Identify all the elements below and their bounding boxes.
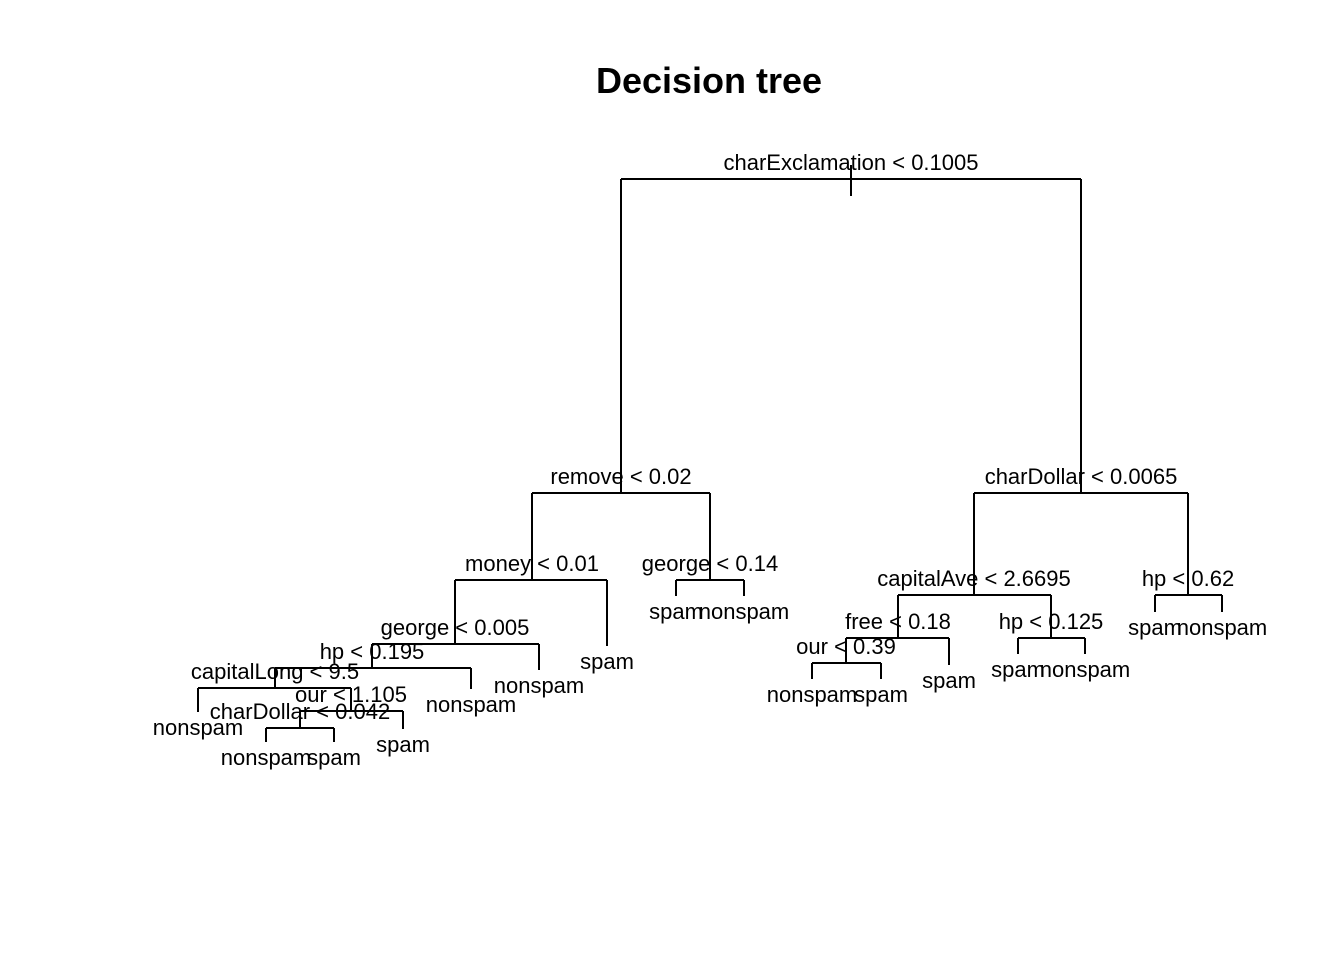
leaf-label: spam: [854, 682, 908, 707]
split-label: george < 0.005: [381, 615, 530, 640]
leaf-label: nonspam: [494, 673, 585, 698]
split-label: hp < 0.62: [1142, 566, 1234, 591]
split-label: charExclamation < 0.1005: [724, 150, 979, 175]
leaf-label: nonspam: [767, 682, 858, 707]
tree-edges: [197, 165, 1223, 742]
leaf-label: nonspam: [221, 745, 312, 770]
leaf-label: nonspam: [1177, 615, 1268, 640]
split-label: george < 0.14: [642, 551, 778, 576]
leaf-label: nonspam: [153, 715, 244, 740]
leaf-label: nonspam: [426, 692, 517, 717]
split-label: capitalLong < 9.5: [191, 659, 359, 684]
split-label: hp < 0.195: [320, 639, 425, 664]
leaf-label: spam: [307, 745, 361, 770]
leaf-label: spam: [376, 732, 430, 757]
leaf-label: nonspam: [1040, 657, 1131, 682]
leaf-label: spam: [580, 649, 634, 674]
split-label: charDollar < 0.0065: [985, 464, 1178, 489]
tree-labels: charExclamation < 0.1005 remove < 0.02 mon…: [153, 150, 1268, 770]
split-label: our < 0.39: [796, 634, 896, 659]
leaf-label: nonspam: [699, 599, 790, 624]
split-label: charDollar < 0.042: [210, 699, 390, 724]
split-label: remove < 0.02: [550, 464, 691, 489]
split-label: our < 1.105: [295, 682, 407, 707]
leaf-label: spam: [1128, 615, 1182, 640]
split-label: money < 0.01: [465, 551, 599, 576]
leaf-label: spam: [922, 668, 976, 693]
split-label: hp < 0.125: [999, 609, 1104, 634]
leaf-label: spam: [991, 657, 1045, 682]
split-label: free < 0.18: [845, 609, 951, 634]
plot-title: Decision tree: [596, 60, 822, 101]
split-label: capitalAve < 2.6695: [877, 566, 1070, 591]
leaf-label: spam: [649, 599, 703, 624]
